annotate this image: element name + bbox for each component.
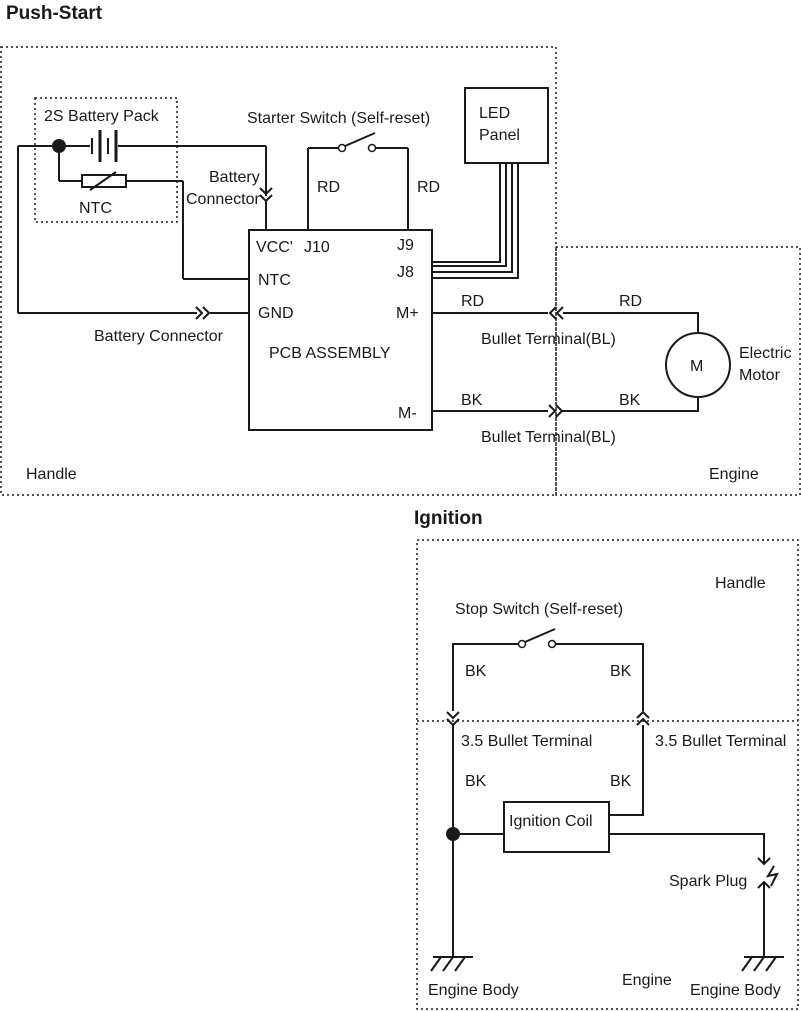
bullet-terminal-mplus-symbol bbox=[548, 306, 564, 320]
battery-connector-gnd-symbol bbox=[195, 306, 211, 320]
engine-body-left-label: Engine Body bbox=[428, 982, 519, 999]
ignition-coil-box bbox=[503, 801, 610, 853]
led-panel-label-1: LED bbox=[479, 105, 510, 122]
mminus-bk-left: BK bbox=[461, 392, 483, 409]
battery-cells-symbol bbox=[91, 130, 118, 162]
motor-label-2: Motor bbox=[739, 367, 781, 384]
engine-body-ground-left-symbol bbox=[430, 956, 473, 972]
motor-symbol-label: M bbox=[690, 358, 703, 375]
led-panel-box bbox=[464, 87, 549, 164]
bullet-terminal-left-label: 3.5 Bullet Terminal bbox=[461, 733, 592, 750]
bullet-terminal-label-2: Bullet Terminal(BL) bbox=[481, 429, 616, 446]
coil-wire-top-right bbox=[609, 725, 644, 816]
led-panel-cable bbox=[432, 163, 519, 279]
electric-motor-symbol bbox=[665, 332, 731, 398]
pcb-assembly-label: PCB ASSEMBLY bbox=[269, 345, 391, 362]
bullet-terminal-right-symbol bbox=[636, 710, 650, 726]
bullet-terminal-label-1: Bullet Terminal(BL) bbox=[481, 331, 616, 348]
starter-wire-rd-left: RD bbox=[317, 179, 340, 196]
mminus-wire-right bbox=[562, 397, 699, 412]
mplus-rd-right: RD bbox=[619, 293, 642, 310]
pcb-assembly-box bbox=[248, 229, 433, 431]
pcb-j9-label: J9 bbox=[397, 237, 414, 254]
pcb-mplus-label: M+ bbox=[396, 305, 419, 322]
coil-bk-right: BK bbox=[610, 773, 632, 790]
mminus-bk-right: BK bbox=[619, 392, 641, 409]
pcb-gnd-label: GND bbox=[258, 305, 294, 322]
pcb-j8-label: J8 bbox=[397, 264, 414, 281]
engine-body-ground-right-symbol bbox=[741, 956, 784, 972]
spark-plug-label: Spark Plug bbox=[669, 873, 747, 890]
starter-wire-rd-right: RD bbox=[417, 179, 440, 196]
ignition-handle-label: Handle bbox=[715, 575, 766, 592]
battery-connector-top-label-2: Connector bbox=[186, 191, 260, 208]
handle-zone-label: Handle bbox=[26, 466, 77, 483]
engine-zone-border bbox=[555, 246, 801, 496]
starter-switch-label: Starter Switch (Self-reset) bbox=[247, 110, 430, 127]
bullet-terminal-right-label: 3.5 Bullet Terminal bbox=[655, 733, 786, 750]
led-panel-label-2: Panel bbox=[479, 127, 520, 144]
pcb-mminus-label: M- bbox=[398, 405, 417, 422]
ignition-title: Ignition bbox=[414, 508, 483, 529]
spark-plug-symbol bbox=[757, 857, 779, 889]
motor-label-1: Electric bbox=[739, 345, 791, 362]
engine-zone-label: Engine bbox=[709, 466, 759, 483]
stop-switch-label: Stop Switch (Self-reset) bbox=[455, 601, 623, 618]
engine-body-right-label: Engine Body bbox=[690, 982, 781, 999]
ignition-coil-label: Ignition Coil bbox=[509, 813, 593, 830]
ntc-label: NTC bbox=[79, 200, 112, 217]
battery-pack-label: 2S Battery Pack bbox=[44, 108, 160, 125]
mplus-rd-left: RD bbox=[461, 293, 484, 310]
pcb-vcc-label: VCC' bbox=[256, 239, 293, 256]
coil-bk-left: BK bbox=[465, 773, 487, 790]
ignition-engine-label: Engine bbox=[622, 972, 672, 989]
battery-connector-top-label-1: Battery bbox=[209, 169, 260, 186]
starter-switch-symbol bbox=[337, 132, 377, 153]
bullet-terminal-left-symbol bbox=[446, 711, 460, 727]
stop-switch-symbol bbox=[517, 628, 557, 649]
battery-connector-bottom-label: Battery Connector bbox=[94, 328, 224, 345]
stop-bk-left: BK bbox=[465, 663, 487, 680]
pcb-ntc-label: NTC bbox=[258, 272, 291, 289]
ignition-zone-border bbox=[416, 539, 799, 1010]
pcb-j10-label: J10 bbox=[304, 239, 330, 256]
push-start-title: Push-Start bbox=[6, 3, 103, 24]
stop-wire-left bbox=[452, 643, 518, 711]
mplus-wire-right bbox=[563, 312, 699, 333]
stop-wire-right bbox=[556, 643, 644, 711]
ntc-thermistor-slash bbox=[89, 171, 117, 191]
battery-pack-border bbox=[34, 97, 178, 223]
spark-plug-wire bbox=[609, 833, 765, 864]
stop-bk-right: BK bbox=[610, 663, 632, 680]
handle-zone-border bbox=[0, 46, 557, 496]
